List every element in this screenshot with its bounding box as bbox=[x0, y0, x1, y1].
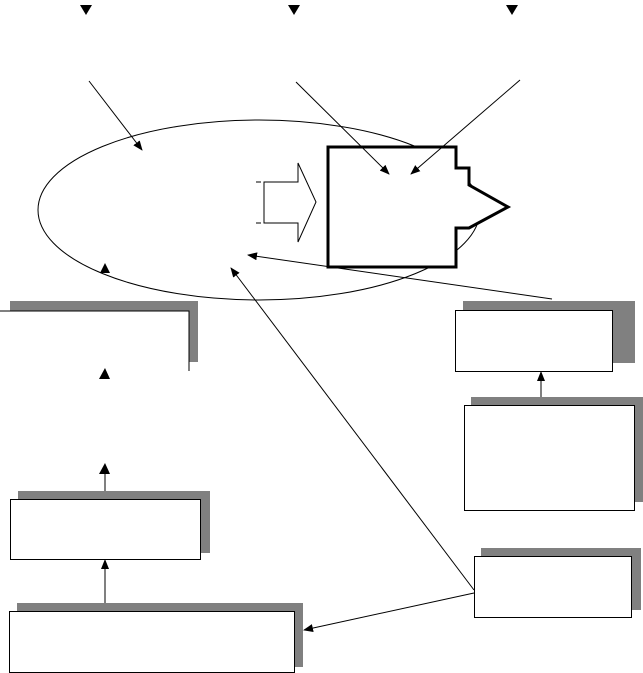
arrow-right-bottom-to-ellipse bbox=[230, 267, 475, 591]
top-left-down-triangle-icon bbox=[80, 5, 92, 15]
right-middle-box bbox=[464, 405, 635, 511]
arrow-top-middle-to-box bbox=[295, 81, 390, 175]
ellipse-up-triangle-icon bbox=[100, 263, 110, 273]
top-middle-down-triangle-icon bbox=[288, 5, 300, 15]
arrow-right-bottom-to-left-bottom bbox=[303, 592, 475, 632]
thick-arrow-box bbox=[326, 145, 512, 269]
left-bottom-box bbox=[9, 611, 295, 673]
right-top-box bbox=[455, 310, 613, 372]
right-bottom-box bbox=[474, 556, 632, 618]
left-top-box-fill bbox=[0, 312, 188, 372]
hollow-block-arrow bbox=[263, 162, 317, 243]
left-middle-box bbox=[10, 499, 201, 560]
left-mid-up-triangle-icon bbox=[99, 463, 110, 474]
top-right-down-triangle-icon bbox=[506, 5, 518, 15]
arrow-top-right-to-box bbox=[410, 79, 521, 175]
arrow-right-box-to-ellipse bbox=[247, 252, 553, 300]
left-up-triangle-icon bbox=[99, 368, 110, 379]
arrow-top-left-to-ellipse bbox=[88, 80, 143, 151]
